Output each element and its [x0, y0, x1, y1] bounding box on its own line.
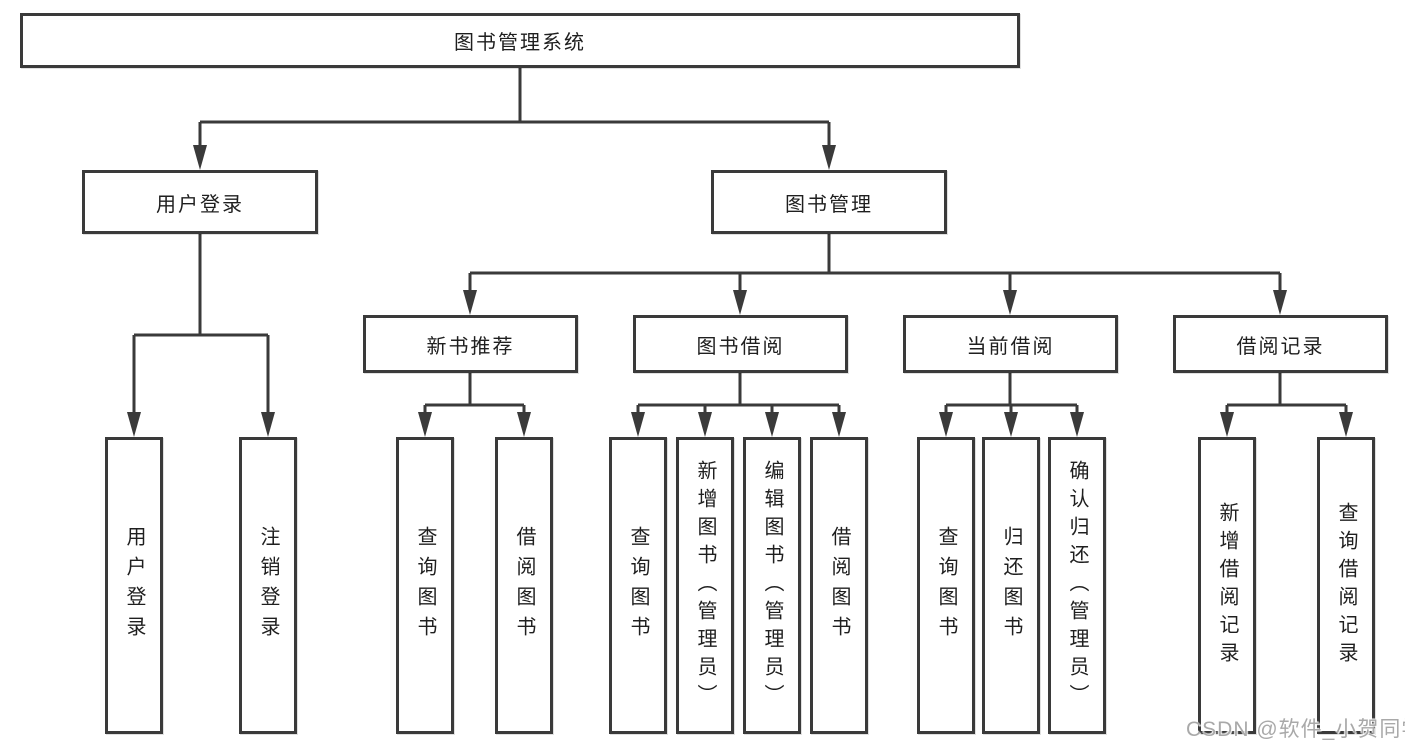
node-book-borrow: 图书借阅 — [633, 315, 848, 373]
node-current-borrow-label: 当前借阅 — [966, 335, 1055, 358]
csdn-watermark: CSDN @软件_小贺同学 — [1186, 718, 1405, 741]
leaf-borrow-query-books-label: 查询图书 — [627, 525, 649, 646]
leaf-current-query-books-label: 查询图书 — [935, 525, 957, 646]
leaf-borrow-edit-books-admin-label: 编辑图书（管理员） — [761, 459, 783, 712]
node-current-borrow: 当前借阅 — [903, 315, 1118, 373]
node-book-borrow-label: 图书借阅 — [696, 335, 785, 358]
node-library-system-label: 图书管理系统 — [454, 32, 586, 54]
leaf-user-login: 用户登录 — [105, 437, 163, 734]
leaf-borrow-edit-books-admin: 编辑图书（管理员） — [743, 437, 801, 734]
leaf-borrow-add-books-admin: 新增图书（管理员） — [676, 437, 734, 734]
leaf-borrow-borrow-books: 借阅图书 — [810, 437, 868, 734]
leaf-borrow-query-books: 查询图书 — [609, 437, 667, 734]
node-library-system: 图书管理系统 — [20, 13, 1020, 68]
leaf-recommend-borrow-books: 借阅图书 — [495, 437, 553, 734]
leaf-logout: 注销登录 — [239, 437, 297, 734]
leaf-current-return-books-label: 归还图书 — [1000, 525, 1022, 646]
arrowheads — [127, 145, 1353, 437]
leaf-current-confirm-return-admin-label: 确认归还（管理员） — [1066, 459, 1088, 712]
node-borrow-records-label: 借阅记录 — [1236, 335, 1325, 358]
leaf-recommend-query-books: 查询图书 — [396, 437, 454, 734]
node-user-login: 用户登录 — [82, 170, 318, 234]
node-book-management: 图书管理 — [711, 170, 947, 234]
leaf-current-query-books: 查询图书 — [917, 437, 975, 734]
leaf-current-confirm-return-admin: 确认归还（管理员） — [1048, 437, 1106, 734]
node-new-book-recommend: 新书推荐 — [363, 315, 578, 373]
node-user-login-label: 用户登录 — [156, 193, 244, 216]
node-new-book-recommend-label: 新书推荐 — [426, 335, 515, 358]
leaf-records-query-record-label: 查询借阅记录 — [1335, 501, 1357, 670]
node-book-management-label: 图书管理 — [785, 193, 873, 216]
leaf-user-login-label: 用户登录 — [123, 525, 145, 646]
leaf-recommend-borrow-books-label: 借阅图书 — [513, 525, 535, 646]
leaf-records-add-record-label: 新增借阅记录 — [1216, 501, 1238, 670]
leaf-recommend-query-books-label: 查询图书 — [414, 525, 436, 646]
leaf-logout-label: 注销登录 — [257, 525, 279, 646]
leaf-records-query-record: 查询借阅记录 — [1317, 437, 1375, 734]
node-borrow-records: 借阅记录 — [1173, 315, 1388, 373]
leaf-current-return-books: 归还图书 — [982, 437, 1040, 734]
leaf-records-add-record: 新增借阅记录 — [1198, 437, 1256, 734]
leaf-borrow-borrow-books-label: 借阅图书 — [828, 525, 850, 646]
leaf-borrow-add-books-admin-label: 新增图书（管理员） — [694, 459, 716, 712]
